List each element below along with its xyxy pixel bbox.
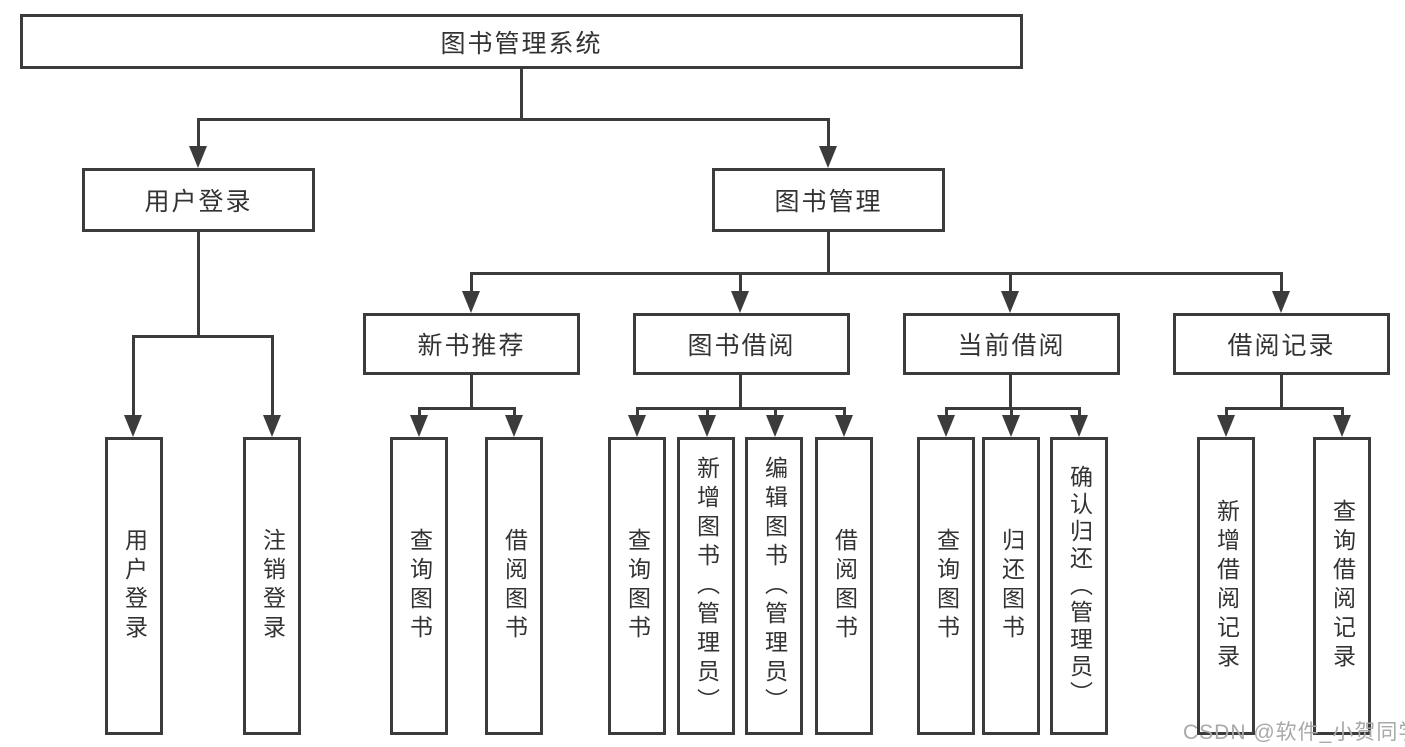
node-nb-borrow-books: 借阅图书 — [485, 437, 543, 735]
arrowhead-cb-query — [937, 415, 955, 437]
connector-drop-cb-query — [945, 407, 948, 417]
node-cb-return-books: 归还图书 — [982, 437, 1040, 735]
connector-drop-bb-borrow — [843, 407, 846, 417]
node-bb-borrow-books: 借阅图书 — [815, 437, 873, 735]
node-cb-confirm-return-admin-label: 确认归还（管理员） — [1066, 464, 1093, 708]
arrowhead-user-login — [189, 146, 207, 168]
connector-new-book-stem — [470, 375, 473, 410]
arrowhead-book-borrowing — [731, 291, 749, 313]
node-new-book-recommend-label: 新书推荐 — [417, 332, 526, 360]
node-bb-add-books-admin: 新增图书（管理员） — [677, 437, 735, 735]
connector-level2-bar — [197, 118, 830, 121]
node-bb-edit-books-admin: 编辑图书（管理员） — [745, 437, 803, 735]
node-bb-borrow-books-label: 借阅图书 — [831, 528, 858, 644]
node-book-borrowing-label: 图书借阅 — [687, 332, 796, 360]
connector-drop-nb-borrow — [513, 407, 516, 417]
node-br-add-record-label: 新增借阅记录 — [1213, 499, 1240, 673]
connector-level3-bar — [470, 272, 1283, 275]
arrowhead-cb-confirm — [1070, 415, 1088, 437]
node-br-query-record-label: 查询借阅记录 — [1329, 499, 1356, 673]
connector-drop-leaf-user-login — [132, 335, 135, 417]
node-bb-query-books: 查询图书 — [608, 437, 666, 735]
connector-root-stem — [520, 69, 523, 120]
connector-drop-book-management — [827, 118, 830, 148]
node-user-login-label: 用户登录 — [144, 188, 253, 216]
node-library-system-label: 图书管理系统 — [440, 29, 603, 58]
node-bb-add-books-admin-label: 新增图书（管理员） — [693, 455, 720, 717]
connector-borrowing-records-bar — [1225, 407, 1344, 410]
arrowhead-nb-borrow — [505, 415, 523, 437]
arrowhead-leaf-user-login — [124, 415, 142, 437]
connector-drop-br-add — [1225, 407, 1228, 417]
connector-current-borrowing-bar — [945, 407, 1081, 410]
node-book-management-label: 图书管理 — [774, 188, 883, 216]
node-bb-edit-books-admin-label: 编辑图书（管理员） — [761, 455, 788, 717]
connector-drop-book-borrowing — [739, 272, 742, 293]
connector-drop-cb-return — [1010, 407, 1013, 417]
node-user-login-leaf-label: 用户登录 — [121, 528, 148, 644]
node-book-management: 图书管理 — [712, 168, 945, 232]
connector-drop-br-query — [1341, 407, 1344, 417]
node-user-login-leaf: 用户登录 — [105, 437, 163, 735]
node-user-login: 用户登录 — [82, 168, 315, 232]
arrowhead-bb-borrow — [835, 415, 853, 437]
arrowhead-bb-edit — [766, 415, 784, 437]
arrowhead-book-management — [819, 146, 837, 168]
arrowhead-br-add — [1217, 415, 1235, 437]
node-br-query-record: 查询借阅记录 — [1313, 437, 1371, 735]
connector-drop-current-borrowing — [1009, 272, 1012, 293]
node-logout: 注销登录 — [243, 437, 301, 735]
connector-drop-leaf-logout — [271, 335, 274, 417]
arrowhead-leaf-logout — [263, 415, 281, 437]
connector-drop-bb-edit — [774, 407, 777, 417]
connector-drop-bb-query — [636, 407, 639, 417]
arrowhead-bb-query — [628, 415, 646, 437]
connector-user-login-stem — [197, 232, 200, 335]
node-book-borrowing: 图书借阅 — [633, 313, 850, 375]
connector-book-borrowing-stem — [739, 375, 742, 410]
node-cb-query-books-label: 查询图书 — [933, 528, 960, 644]
connector-drop-borrowing-records — [1280, 272, 1283, 293]
node-borrowing-records-label: 借阅记录 — [1227, 332, 1336, 360]
connector-drop-new-book — [470, 272, 473, 293]
node-cb-query-books: 查询图书 — [917, 437, 975, 735]
node-new-book-recommend: 新书推荐 — [363, 313, 580, 375]
arrowhead-br-query — [1333, 415, 1351, 437]
connector-book-management-stem — [827, 232, 830, 275]
node-current-borrowing: 当前借阅 — [903, 313, 1120, 375]
node-nb-query-books: 查询图书 — [390, 437, 448, 735]
connector-new-book-bar — [418, 407, 516, 410]
arrowhead-borrowing-records — [1272, 291, 1290, 313]
node-br-add-record: 新增借阅记录 — [1197, 437, 1255, 735]
node-borrowing-records: 借阅记录 — [1173, 313, 1390, 375]
connector-borrowing-records-stem — [1280, 375, 1283, 410]
connector-drop-nb-query — [418, 407, 421, 417]
connector-book-borrowing-bar — [636, 407, 846, 410]
connector-user-login-bar — [132, 335, 274, 338]
arrowhead-nb-query — [410, 415, 428, 437]
arrowhead-new-book — [462, 291, 480, 313]
connector-current-borrowing-stem — [1009, 375, 1012, 410]
node-cb-return-books-label: 归还图书 — [998, 528, 1025, 644]
node-bb-query-books-label: 查询图书 — [624, 528, 651, 644]
node-logout-label: 注销登录 — [259, 528, 286, 644]
watermark: CSDN @软件_小贺同学 — [1183, 721, 1405, 744]
node-cb-confirm-return-admin: 确认归还（管理员） — [1050, 437, 1108, 735]
node-library-system: 图书管理系统 — [20, 14, 1023, 69]
connector-drop-bb-add — [706, 407, 709, 417]
arrowhead-current-borrowing — [1001, 291, 1019, 313]
arrowhead-bb-add — [698, 415, 716, 437]
arrowhead-cb-return — [1002, 415, 1020, 437]
node-current-borrowing-label: 当前借阅 — [957, 332, 1066, 360]
connector-drop-user-login — [197, 118, 200, 148]
node-nb-borrow-books-label: 借阅图书 — [501, 528, 528, 644]
connector-drop-cb-confirm — [1078, 407, 1081, 417]
node-nb-query-books-label: 查询图书 — [406, 528, 433, 644]
